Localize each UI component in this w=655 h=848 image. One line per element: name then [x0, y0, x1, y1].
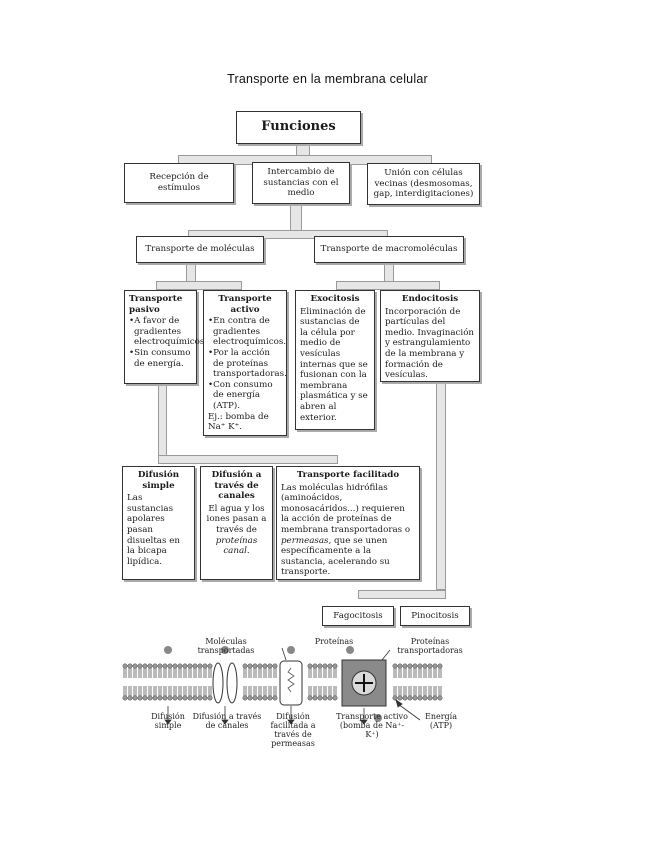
endocytosis-title: Endocitosis	[401, 294, 459, 304]
passive-item-2: Sin consumo de energía.	[129, 348, 192, 369]
active-transport-box: Transporte activo En contra de gradiente…	[203, 290, 287, 436]
connector-endocytosis-down	[436, 380, 446, 590]
macromolecules-transport-label: Transporte de macromoléculas	[320, 244, 458, 255]
connector-passive-down	[158, 382, 167, 458]
passive-transport-title: Transporte pasivo	[129, 294, 183, 315]
facilitated-text-b: que se unen específicamente a la sustanc…	[281, 535, 390, 578]
reception-box: Recepción de estímulos	[124, 163, 234, 203]
channel-diffusion-text: El agua y los iones pasan a través de pr…	[205, 504, 268, 557]
transport-arrows	[164, 647, 421, 725]
permease-protein	[279, 660, 303, 706]
label-simple-diffusion: Difusión simple	[151, 712, 185, 730]
channel-diffusion-box: Difusión a través de canales El agua y l…	[200, 466, 273, 580]
union-label: Unión con células vecinas (desmosomas, g…	[373, 168, 474, 200]
exchange-box: Intercambio de sustancias con el medio	[252, 162, 350, 204]
macromolecules-transport-box: Transporte de macromoléculas	[314, 236, 464, 263]
union-box: Unión con células vecinas (desmosomas, g…	[367, 163, 480, 205]
label-proteins: Proteínas	[314, 637, 354, 646]
transported-molecules	[164, 646, 382, 722]
label-energy: Energía (ATP)	[425, 712, 457, 730]
functions-box: Funciones	[236, 111, 361, 144]
facilitated-transport-text: Las moléculas hidrófilas (aminoácidos, m…	[281, 483, 415, 578]
label-facilitated-diffusion: Difusión facilitada a través de permeasa…	[270, 712, 316, 748]
active-item-1: En contra de gradientes electroquímicos.	[208, 316, 286, 348]
simple-diffusion-text: Las sustancias apolares pasan disueltas …	[127, 493, 180, 567]
label-transported-molecules: Moléculas transportadas	[197, 637, 255, 655]
exchange-label: Intercambio de sustancias con el medio	[263, 167, 339, 199]
facilitated-transport-title: Transporte facilitado	[296, 470, 400, 480]
simple-diffusion-box: Difusión simple Las sustancias apolares …	[122, 466, 195, 580]
facilitated-transport-box: Transporte facilitado Las moléculas hidr…	[276, 466, 420, 580]
label-channel-diffusion: Difusión a través de canales	[192, 712, 262, 730]
active-transport-example: Ej.: bomba de Na⁺ K⁺.	[208, 411, 269, 433]
molecules-transport-label: Transporte de moléculas	[145, 244, 255, 255]
channel-protein	[212, 662, 238, 704]
exocytosis-text: Eliminación de sustancias de la célula p…	[300, 306, 368, 423]
exocytosis-box: Exocitosis Eliminación de sustancias de …	[295, 290, 375, 430]
passive-transport-box: Transporte pasivo A favor de gradientes …	[124, 290, 207, 384]
active-item-2: Por la acción de proteínas transportador…	[208, 348, 287, 380]
phagocytosis-box: Fagocitosis	[322, 606, 394, 626]
passive-transport-list: A favor de gradientes electroquímicos. S…	[129, 316, 207, 369]
facilitated-text-italic: permeasas,	[281, 535, 332, 546]
active-transport-list: En contra de gradientes electroquímicos.…	[208, 316, 287, 412]
label-carrier-proteins: Proteínas transportadoras	[397, 637, 463, 655]
connector-molecules-bar	[156, 281, 242, 290]
document-title: Transporte en la membrana celular	[227, 72, 428, 86]
channel-diffusion-text-main: El agua y los iones pasan a través de	[206, 503, 267, 535]
active-item-3: Con consumo de energía (ATP).	[208, 380, 282, 412]
phagocytosis-label: Fagocitosis	[333, 610, 383, 621]
pinocytosis-label: Pinocitosis	[411, 610, 459, 621]
membrane-diagram	[122, 646, 443, 725]
connector-exchange	[290, 200, 302, 234]
pinocytosis-box: Pinocitosis	[400, 606, 470, 626]
molecules-transport-box: Transporte de moléculas	[136, 236, 264, 263]
simple-diffusion-title: Difusión simple	[137, 470, 180, 491]
channel-diffusion-title: Difusión a través de canales	[211, 470, 262, 502]
endocytosis-box: Endocitosis Incorporación de partículas …	[380, 290, 480, 382]
channel-diffusion-text-italic: proteínas canal.	[215, 535, 258, 557]
connector-diffusion-bar	[158, 455, 338, 464]
connector-macro-bar	[336, 281, 440, 290]
facilitated-text-a: Las moléculas hidrófilas (aminoácidos, m…	[281, 482, 411, 535]
endocytosis-text: Incorporación de partículas del medio. I…	[385, 306, 475, 381]
connector-level2-bar	[188, 230, 388, 239]
sodium-potassium-pump	[341, 659, 387, 707]
exocytosis-title: Exocitosis	[310, 294, 360, 304]
passive-item-1: A favor de gradientes electroquímicos.	[129, 316, 207, 348]
active-transport-title: Transporte activo	[218, 294, 272, 315]
label-active-transport: Transporte activo (bomba de Na⁺-K⁺)	[336, 712, 408, 739]
functions-label: Funciones	[261, 119, 336, 135]
reception-label: Recepción de estímulos	[149, 172, 209, 193]
connector-endo-bar	[358, 590, 446, 599]
